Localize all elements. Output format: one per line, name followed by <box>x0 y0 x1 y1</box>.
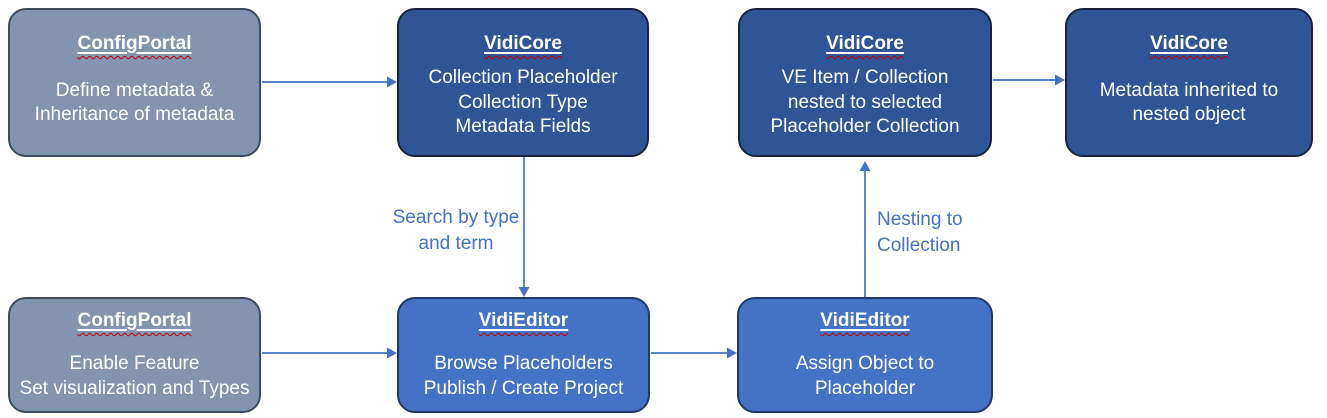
arrow-configportal-to-vidicore <box>262 76 397 88</box>
box-vidieditor-assign-object: VidiEditor Assign Object to Placeholder <box>737 297 993 413</box>
box-body-line: nested object <box>1132 104 1246 125</box>
box-title-text: VidiEditor <box>478 310 569 331</box>
arrow-vidicore-to-vidicore-inherit <box>993 74 1065 86</box>
box-title: VidiEditor <box>479 308 568 334</box>
box-body: Metadata inherited to nested object <box>1100 57 1279 155</box>
box-body: Enable Feature Set visualization and Typ… <box>20 334 250 411</box>
box-body-line: Metadata inherited to <box>1099 79 1279 101</box>
edge-label-line: Nesting to <box>877 209 963 230</box>
edge-label-line: Search by type <box>392 207 520 228</box>
box-body-line: Set visualization and Types <box>19 377 250 399</box>
box-body-line: Browse Placeholders <box>434 353 613 374</box>
box-body-line: Assign Object to <box>795 353 935 374</box>
edge-label-line: and term <box>418 233 494 254</box>
edge-label-nesting-to-collection: Nesting to Collection <box>877 207 963 259</box>
box-title-text: VidiCore <box>1150 33 1228 54</box>
box-body-line: Define metadata & <box>55 79 214 101</box>
box-body-line: Placeholder <box>814 377 916 399</box>
edge-label-line: Collection <box>877 235 961 256</box>
box-body-line: nested to selected <box>787 91 943 113</box>
box-title-text: ConfigPortal <box>77 33 192 54</box>
box-title: ConfigPortal <box>78 308 192 334</box>
box-body: Collection Placeholder Collection Type M… <box>428 57 617 155</box>
box-body: Assign Object to Placeholder <box>796 334 934 411</box>
box-vidieditor-browse-placeholders: VidiEditor Browse Placeholders Publish /… <box>397 297 650 413</box>
box-title: VidiEditor <box>820 308 909 334</box>
box-title: ConfigPortal <box>78 31 192 57</box>
box-body: Define metadata & Inheritance of metadat… <box>35 57 235 155</box>
box-vidicore-collection-placeholder: VidiCore Collection Placeholder Collecti… <box>397 8 649 157</box>
arrow-configportal-to-vidieditor <box>262 347 397 359</box>
edge-label-search-by-type: Search by type and term <box>376 205 536 257</box>
box-body-line: Inheritance of metadata <box>34 104 235 125</box>
box-title: VidiCore <box>826 31 904 57</box>
box-body-line: Collection Type <box>458 91 588 113</box>
box-body-line: Collection Placeholder <box>428 67 618 89</box>
box-body-line: VE Item / Collection <box>781 67 949 89</box>
box-title: VidiCore <box>484 31 562 57</box>
arrow-vidieditor-to-vidieditor <box>651 347 737 359</box>
box-body-line: Metadata Fields <box>455 116 591 138</box>
box-title-text: ConfigPortal <box>77 310 192 331</box>
box-body-line: Enable Feature <box>69 353 200 374</box>
box-title: VidiCore <box>1150 31 1228 57</box>
box-title-text: VidiEditor <box>820 310 910 331</box>
box-configportal-define-metadata: ConfigPortal Define metadata & Inheritan… <box>8 8 261 157</box>
arrow-nesting-up <box>859 161 871 297</box>
box-vidicore-metadata-inherited: VidiCore Metadata inherited to nested ob… <box>1065 8 1313 157</box>
box-body-line: Placeholder Collection <box>770 116 960 138</box>
box-title-text: VidiCore <box>826 33 904 54</box>
box-body-line: Publish / Create Project <box>423 377 624 399</box>
box-body: VE Item / Collection nested to selected … <box>770 57 959 155</box>
box-body: Browse Placeholders Publish / Create Pro… <box>424 334 624 411</box>
box-configportal-enable-feature: ConfigPortal Enable Feature Set visualiz… <box>8 297 261 413</box>
box-vidicore-ve-item-nested: VidiCore VE Item / Collection nested to … <box>738 8 992 157</box>
box-title-text: VidiCore <box>484 33 562 54</box>
